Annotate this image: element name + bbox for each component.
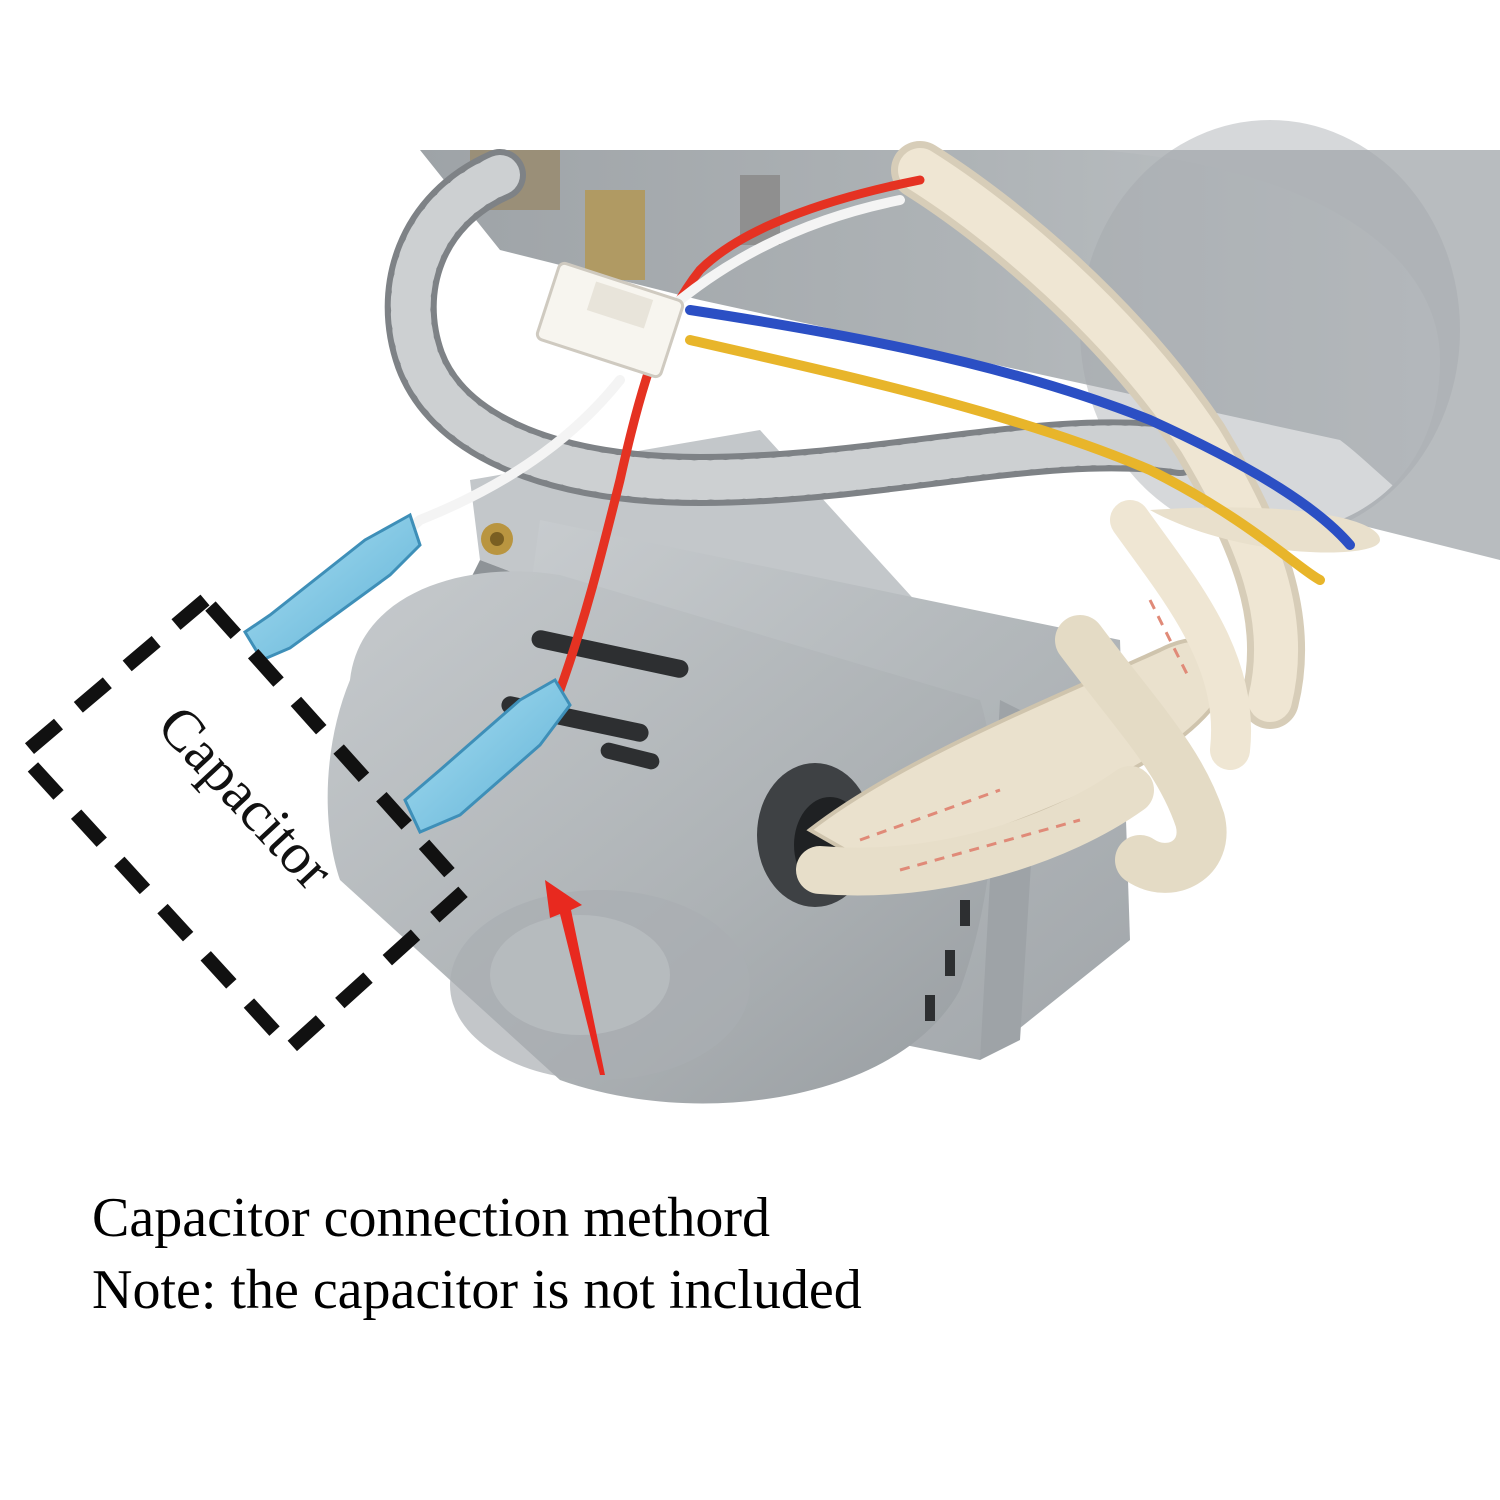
insulation-sleeve (796, 141, 1380, 896)
spade-terminal-right (403, 677, 572, 834)
caption-title: Capacitor connection methord (92, 1187, 770, 1249)
corrugated-conduit (384, 149, 1206, 507)
wire-connector (535, 261, 685, 379)
wire-bundle (325, 175, 1355, 695)
caption-note: Note: the capacitor is not included (92, 1259, 862, 1321)
red-arrow (545, 880, 605, 1075)
